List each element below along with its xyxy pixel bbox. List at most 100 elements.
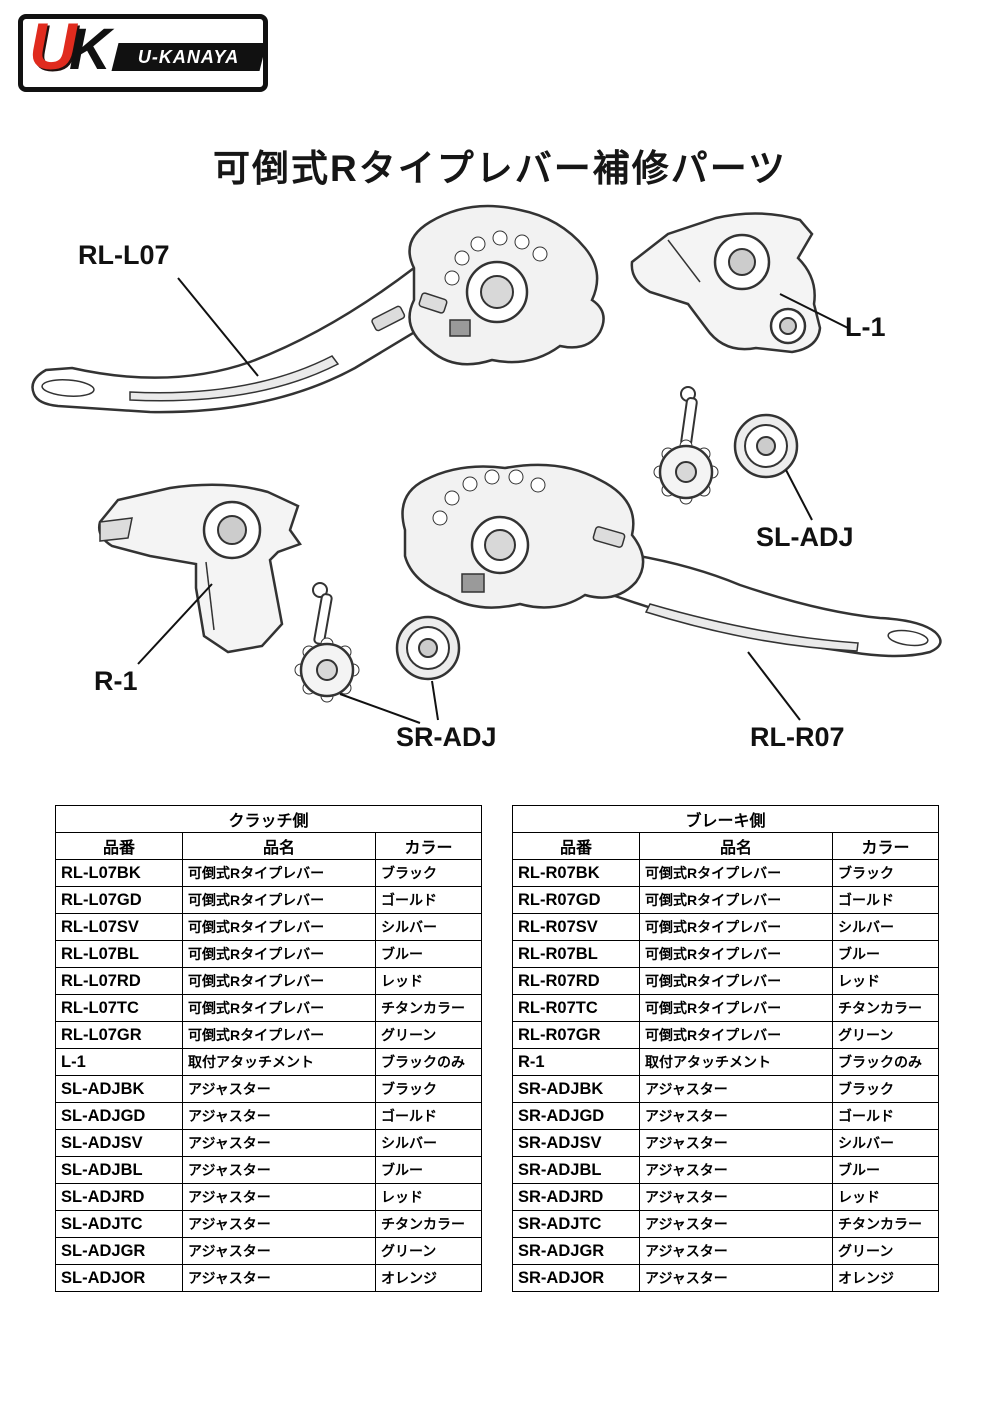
color-cell: ゴールド <box>832 886 940 914</box>
color-cell: ブルー <box>832 940 940 968</box>
label-sr-adj: SR-ADJ <box>396 722 497 752</box>
color-cell: グリーン <box>374 1021 483 1049</box>
part-number-cell: RL-L07TC <box>55 994 183 1022</box>
part-name-cell: 取付アタッチメント <box>639 1048 834 1076</box>
part-number-cell: SR-ADJGD <box>512 1102 641 1130</box>
color-cell: ブルー <box>374 1156 483 1184</box>
part-name-cell: アジャスター <box>182 1102 376 1130</box>
color-cell: グリーン <box>832 1237 940 1265</box>
part-number-cell: SL-ADJOR <box>55 1264 183 1292</box>
logo-wordmark-band: U-KANAYA <box>111 43 267 71</box>
part-number-cell: SL-ADJSV <box>55 1129 183 1157</box>
part-name-cell: アジャスター <box>182 1075 376 1103</box>
color-cell: ゴールド <box>374 1102 483 1130</box>
part-name-cell: 可倒式Rタイプレバー <box>639 886 834 914</box>
color-cell: グリーン <box>374 1237 483 1265</box>
color-cell: オレンジ <box>832 1264 940 1292</box>
part-number-cell: RL-R07RD <box>512 967 641 995</box>
color-cell: チタンカラー <box>374 994 483 1022</box>
part-number-cell: RL-L07SV <box>55 913 183 941</box>
label-rl-r07: RL-R07 <box>750 722 845 752</box>
part-name-cell: 可倒式Rタイプレバー <box>639 967 834 995</box>
rl-l07-lever-drawing <box>31 204 605 414</box>
part-name-cell: アジャスター <box>182 1210 376 1238</box>
label-r-1: R-1 <box>94 666 138 696</box>
sl-adj-adjuster-drawing <box>653 386 799 505</box>
rl-r07-lever-drawing <box>401 463 942 658</box>
part-name-cell: アジャスター <box>639 1156 834 1184</box>
part-name-cell: アジャスター <box>182 1129 376 1157</box>
logo-k-letter: K <box>69 17 111 82</box>
label-sl-adj: SL-ADJ <box>756 522 854 552</box>
l-1-bracket-drawing <box>630 212 822 354</box>
part-name-cell: 可倒式Rタイプレバー <box>182 913 376 941</box>
logo-wordmark: U-KANAYA <box>138 46 240 67</box>
part-number-cell: SL-ADJBL <box>55 1156 183 1184</box>
part-name-cell: 可倒式Rタイプレバー <box>182 940 376 968</box>
col-header-part-number: 品番 <box>55 832 183 860</box>
part-name-cell: アジャスター <box>639 1264 834 1292</box>
part-number-cell: RL-L07BK <box>55 859 183 887</box>
part-name-cell: アジャスター <box>182 1237 376 1265</box>
part-number-cell: SL-ADJTC <box>55 1210 183 1238</box>
part-name-cell: 可倒式Rタイプレバー <box>639 913 834 941</box>
part-number-cell: RL-R07BL <box>512 940 641 968</box>
color-cell: シルバー <box>374 1129 483 1157</box>
col-header-part-number: 品番 <box>512 832 641 860</box>
part-name-cell: アジャスター <box>639 1129 834 1157</box>
part-number-cell: SR-ADJGR <box>512 1237 641 1265</box>
part-name-cell: 可倒式Rタイプレバー <box>182 859 376 887</box>
leader-lines <box>137 277 849 724</box>
col-header-part-name: 品名 <box>639 832 834 860</box>
color-cell: ブラック <box>832 859 940 887</box>
part-number-cell: SR-ADJOR <box>512 1264 641 1292</box>
part-number-cell: SR-ADJBL <box>512 1156 641 1184</box>
color-cell: ゴールド <box>374 886 483 914</box>
part-number-cell: RL-R07BK <box>512 859 641 887</box>
part-number-cell: SR-ADJSV <box>512 1129 641 1157</box>
part-number-cell: SL-ADJGD <box>55 1102 183 1130</box>
color-cell: チタンカラー <box>832 1210 940 1238</box>
color-cell: レッド <box>374 1183 483 1211</box>
table-title-brake: ブレーキ側 <box>512 805 940 833</box>
color-cell: チタンカラー <box>374 1210 483 1238</box>
part-number-cell: RL-L07GR <box>55 1021 183 1049</box>
part-name-cell: 可倒式Rタイプレバー <box>639 859 834 887</box>
brand-logo: U K U-KANAYA <box>18 13 268 92</box>
r-1-bracket-drawing <box>98 483 302 654</box>
color-cell: ブラックのみ <box>374 1048 483 1076</box>
color-cell: ブルー <box>374 940 483 968</box>
part-name-cell: アジャスター <box>182 1156 376 1184</box>
part-name-cell: 可倒式Rタイプレバー <box>182 967 376 995</box>
table-title-clutch: クラッチ側 <box>54 805 483 833</box>
part-number-cell: RL-R07SV <box>512 913 641 941</box>
